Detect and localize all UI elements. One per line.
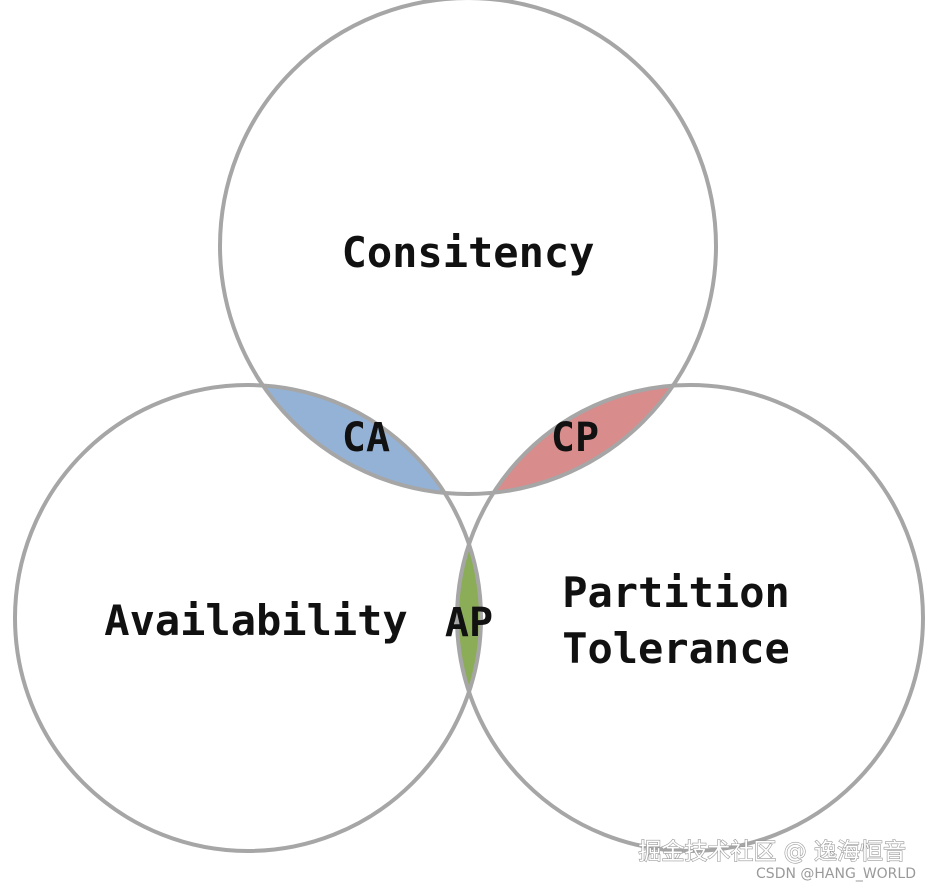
consistency-circle <box>218 0 718 496</box>
partition-tolerance-circle-fill <box>457 385 923 851</box>
ca-label: CA <box>342 415 390 461</box>
consistency-circle-fill <box>220 0 716 494</box>
cp-label: CP <box>551 415 599 461</box>
availability-label: Availability <box>104 596 407 645</box>
partition-tolerance-circle <box>455 383 925 853</box>
watermark-csdn: CSDN @HANG_WORLD <box>756 866 916 882</box>
watermark-juejin: 掘金技术社区 @ 逸海恒音 <box>638 839 906 865</box>
tolerance-label-line2: Tolerance <box>562 624 790 673</box>
ap-label: AP <box>445 600 493 646</box>
availability-circle <box>13 383 483 853</box>
availability-circle-fill <box>15 385 481 851</box>
partition-label-line1: Partition <box>562 568 790 617</box>
consistency-label: Consitency <box>342 228 595 277</box>
